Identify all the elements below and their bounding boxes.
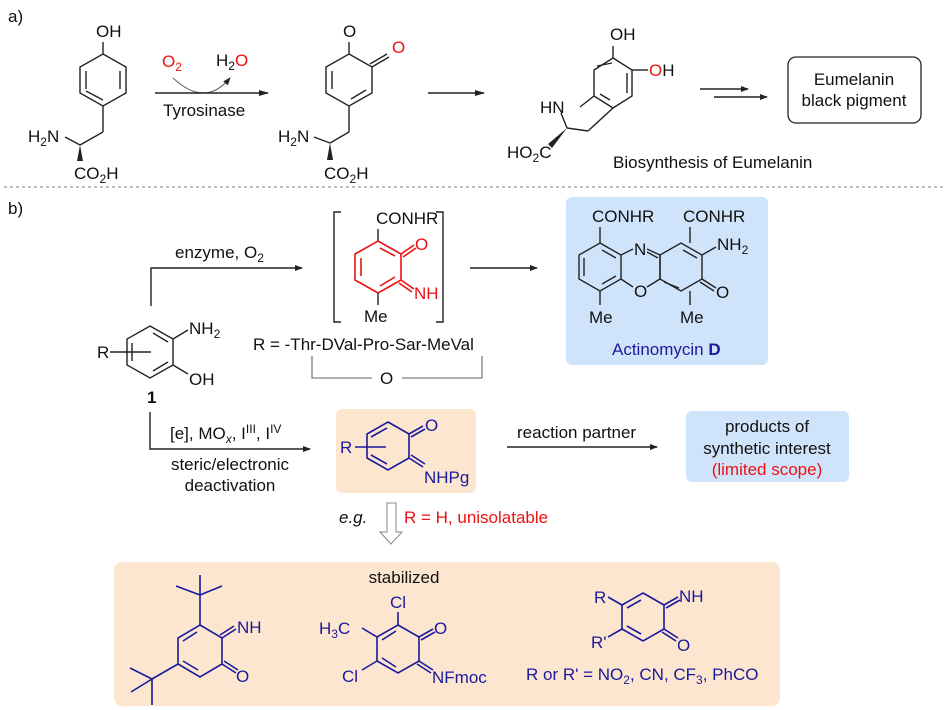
- dihydroxyindoline-structure: OH OH HN HO2C: [507, 25, 675, 165]
- r-linker-left: [311, 356, 372, 379]
- steric-electronic-label: steric/electronic: [171, 455, 290, 474]
- limited-scope-label: (limited scope): [712, 460, 823, 479]
- actinomycin-n: N: [634, 240, 646, 259]
- tyrosine-structure: OH H2N CO2H: [28, 22, 127, 186]
- reaction-partner-label: reaction partner: [517, 423, 636, 442]
- actinomycin-nh2: NH2: [717, 235, 749, 257]
- stabilized-example-3: R R' NH O R or R' = NO2, CN, CF3, PhCO: [526, 587, 758, 687]
- intermediate-me: Me: [364, 307, 388, 326]
- compound-1-structure: R NH2 OH 1: [97, 319, 221, 407]
- intermediate-structure: CONHR O NH Me: [333, 209, 444, 326]
- actinomycin-me-1: Me: [589, 308, 613, 327]
- enzyme-o2-label: enzyme, O2: [175, 243, 264, 265]
- tyrosinase-step: O2 H2O Tyrosinase: [155, 51, 269, 120]
- quinone-o2: O: [392, 38, 405, 57]
- eg-arrow: e.g. R = H, unisolatable: [339, 502, 548, 545]
- tyrosine-co2h: CO2H: [74, 164, 118, 186]
- ex2-h3c: H3C: [319, 619, 350, 641]
- indoline-oh2: OH: [649, 61, 675, 80]
- dopaquinone-h2n: H2N: [278, 127, 309, 149]
- dopaquinone-structure: O O H2N CO2H: [278, 22, 405, 186]
- products-line2: synthetic interest: [703, 439, 831, 458]
- panel-a-caption: Biosynthesis of Eumelanin: [613, 153, 812, 172]
- ex3-r: R: [594, 588, 606, 607]
- byproduct-h2o: H2O: [216, 51, 248, 73]
- black-pigment-label: black pigment: [802, 91, 907, 110]
- ex1-o: O: [236, 667, 249, 686]
- actinomycin-name: Actinomycin D: [612, 340, 721, 359]
- ex3-o: O: [677, 636, 690, 655]
- indoline-oh1: OH: [610, 25, 636, 44]
- r-linker-right: [402, 356, 483, 379]
- enzyme-arrow: [150, 265, 303, 306]
- intermediate-conhr: CONHR: [376, 209, 438, 228]
- deactivation-label: deactivation: [185, 476, 276, 495]
- stabilized-example-1: NH O: [129, 575, 262, 705]
- tyrosine-h2n: H2N: [28, 127, 59, 149]
- indoline-ho2c: HO2C: [507, 143, 551, 165]
- eumelanin-label: Eumelanin: [814, 70, 894, 89]
- ex2-o: O: [434, 619, 447, 638]
- panel-b-label: b): [8, 199, 23, 218]
- quinone-imine-box: R O NHPg: [336, 409, 476, 493]
- r-definition: R = -Thr-DVal-Pro-Sar-MeVal: [253, 335, 474, 354]
- unisolatable-note: R = H, unisolatable: [404, 508, 548, 527]
- products-box: products of synthetic interest (limited …: [686, 411, 849, 482]
- eumelanin-box: Eumelanin black pigment: [787, 56, 922, 124]
- compound-1-oh: OH: [189, 370, 215, 389]
- compound-1-nh2: NH2: [189, 319, 221, 341]
- ex1-nh: NH: [237, 618, 262, 637]
- ex2-nfmoc: NFmoc: [432, 668, 487, 687]
- indoline-hn: HN: [540, 98, 565, 117]
- synthetic-reagents: [e], MOx, IIII, IIV: [170, 422, 281, 446]
- quinone-o1: O: [343, 22, 356, 41]
- dopaquinone-co2h: CO2H: [324, 164, 368, 186]
- ex3-rprime: R': [591, 633, 607, 652]
- stabilized-box: stabilized NH O Cl: [114, 562, 780, 706]
- ex3-nh: NH: [679, 587, 704, 606]
- ex2-cl2: Cl: [342, 667, 358, 686]
- intermediate-nh: NH: [414, 284, 439, 303]
- actinomycin-o-keto: O: [716, 283, 729, 302]
- actinomycin-conhr-1: CONHR: [592, 207, 654, 226]
- synthetic-arrow: [149, 412, 311, 452]
- stabilized-example-2: Cl O NFmoc H3C Cl: [319, 593, 487, 687]
- ex3-footnote: R or R' = NO2, CN, CF3, PhCO: [526, 665, 758, 687]
- actinomycin-d-box: CONHR CONHR N O NH2 O Me Me Actinomycin …: [566, 197, 768, 365]
- ex2-cl1: Cl: [390, 593, 406, 612]
- intermediate-o: O: [415, 235, 428, 254]
- quinone-imine-r: R: [340, 438, 352, 457]
- enzyme-label: Tyrosinase: [163, 101, 245, 120]
- actinomycin-conhr-2: CONHR: [683, 207, 745, 226]
- compound-1-r: R: [97, 343, 109, 362]
- actinomycin-me-2: Me: [680, 308, 704, 327]
- quinone-imine-o: O: [425, 416, 438, 435]
- eg-label: e.g.: [339, 508, 367, 527]
- tyrosine-oh: OH: [96, 22, 122, 41]
- quinone-imine-nhpg: NHPg: [424, 468, 469, 487]
- compound-1-number: 1: [147, 388, 156, 407]
- r-linker-o: O: [380, 369, 393, 388]
- panel-a-label: a): [8, 7, 23, 26]
- actinomycin-o-ring: O: [634, 282, 647, 301]
- reagent-o2: O2: [162, 52, 182, 74]
- stabilized-title: stabilized: [369, 568, 440, 587]
- products-line1: products of: [725, 417, 809, 436]
